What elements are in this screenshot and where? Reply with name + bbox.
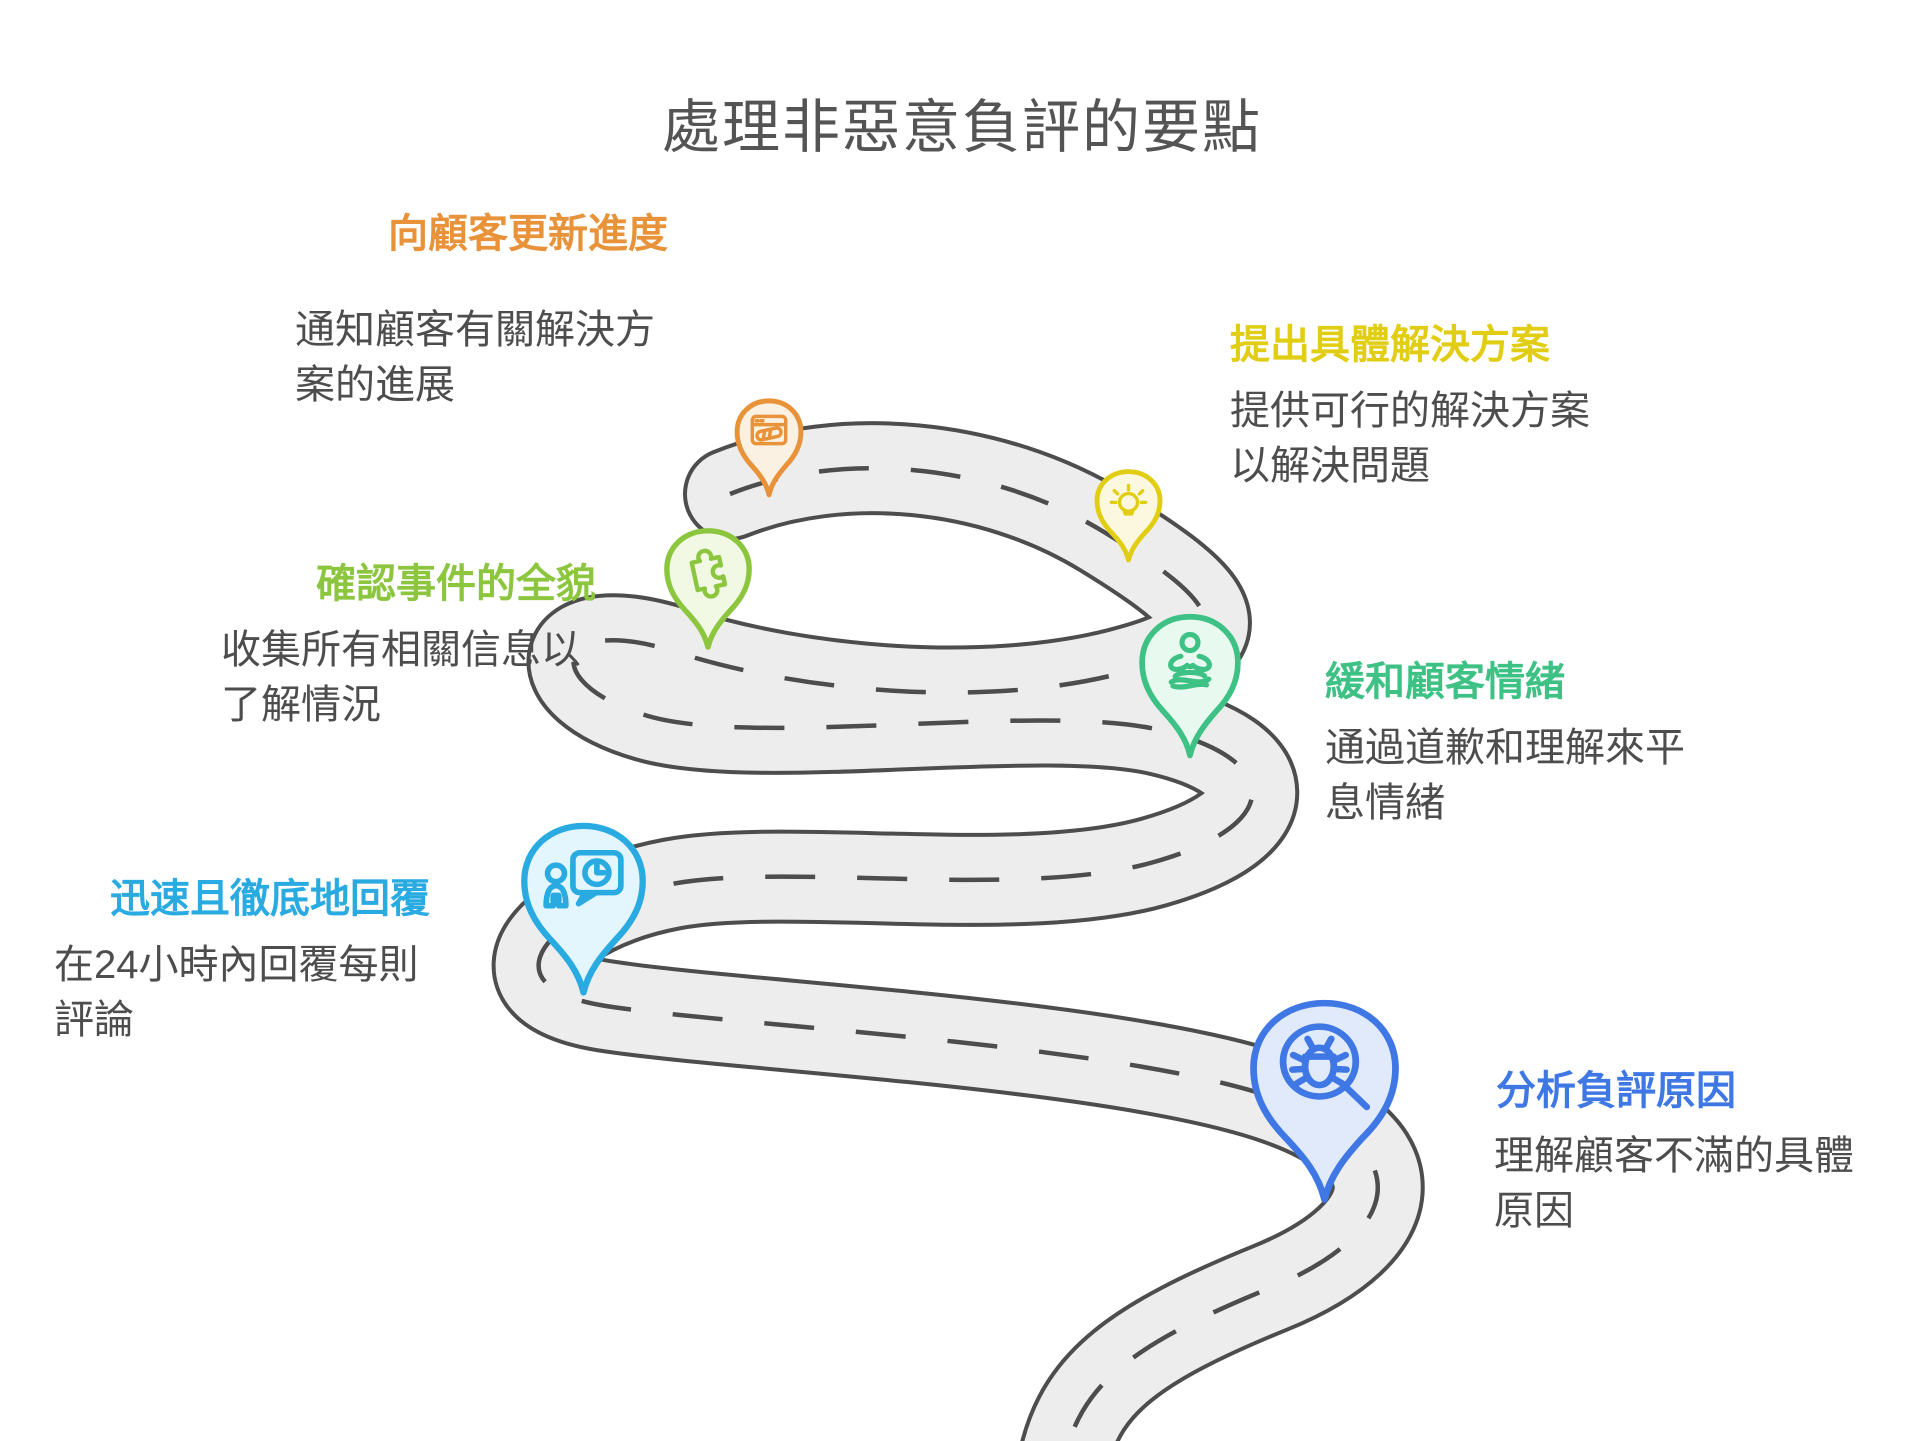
step-desc-update-progress: 通知顧客有關解決方案的進展 bbox=[295, 308, 655, 407]
step-desc-propose-solution: 提供可行的解決方案以解決問題 bbox=[1230, 389, 1590, 488]
step-desc-analyze-cause: 理解顧客不滿的具體原因 bbox=[1494, 1134, 1854, 1233]
step-label-confirm-full-picture: 確認事件的全貌 bbox=[316, 562, 596, 606]
lightbulb-icon bbox=[1109, 483, 1148, 516]
map-pin-confirm-full-picture bbox=[664, 528, 752, 650]
map-pin-calm-customer bbox=[1139, 613, 1241, 759]
page-title: 處理非惡意負評的要點 bbox=[661, 95, 1262, 160]
map-pin-analyze-cause bbox=[1250, 999, 1399, 1203]
step-label-update-progress: 向顧客更新進度 bbox=[388, 212, 668, 256]
step-label-calm-customer: 緩和顧客情緒 bbox=[1325, 660, 1565, 704]
map-pin-update-progress bbox=[734, 398, 804, 498]
step-label-propose-solution: 提出具體解決方案 bbox=[1230, 323, 1550, 367]
step-desc-confirm-full-picture: 收集所有相關信息以了解情況 bbox=[221, 628, 581, 727]
meditation-icon bbox=[1168, 631, 1212, 690]
step-label-analyze-cause: 分析負評原因 bbox=[1496, 1069, 1736, 1113]
person-chat-clock-icon bbox=[543, 849, 624, 909]
map-pin-respond-quickly bbox=[521, 822, 646, 996]
map-pin-propose-solution bbox=[1094, 469, 1163, 563]
step-desc-calm-customer: 通過道歉和理解來平息情緒 bbox=[1325, 726, 1685, 825]
newspaper-card-icon bbox=[750, 414, 788, 446]
step-desc-respond-quickly: 在24小時內回覆每則評論 bbox=[54, 943, 419, 1042]
step-label-respond-quickly: 迅速且徹底地回覆 bbox=[110, 877, 430, 921]
puzzle-piece-icon bbox=[689, 548, 728, 599]
bug-magnifier-icon bbox=[1279, 1023, 1371, 1111]
